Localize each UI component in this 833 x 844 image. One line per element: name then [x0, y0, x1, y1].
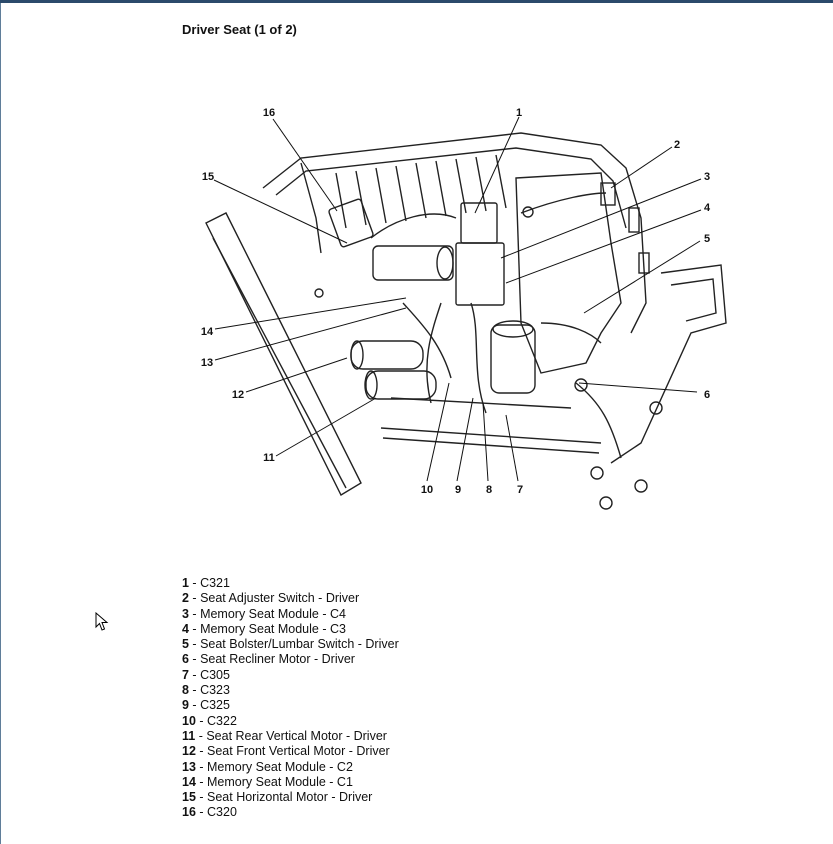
- legend-item: 1 - C321: [182, 576, 230, 590]
- legend-item: 8 - C323: [182, 683, 230, 698]
- legend-item: 6 - Seat Recliner Motor - Driver: [182, 652, 355, 667]
- legend-item: 9 - C325: [182, 698, 230, 713]
- legend-item: 15 - Seat Horizontal Motor - Driver: [182, 790, 373, 805]
- callout-numbers: 1 2 3 4 5 6 7 8 9 10 11 12 13 14 15 16: [201, 107, 711, 496]
- callout-7: 7: [517, 484, 523, 496]
- callout-8: 8: [486, 484, 492, 496]
- legend-item: 14 - Memory Seat Module - C1: [182, 774, 353, 789]
- legend-item: 11 - Seat Rear Vertical Motor - Driver: [182, 728, 387, 743]
- mouse-pointer-icon: [95, 612, 109, 631]
- legend-item: 4 - Memory Seat Module - C3: [182, 621, 346, 636]
- seat-diagram: 1 2 3 4 5 6 7 8 9 10 11 12 13 14 15 16: [201, 107, 727, 510]
- page-title: Driver Seat (1 of 2): [182, 22, 297, 37]
- callout-14: 14: [201, 326, 214, 338]
- callout-5: 5: [704, 233, 710, 245]
- callout-6: 6: [704, 389, 710, 401]
- legend-item: 13 - Memory Seat Module - C2: [182, 759, 353, 774]
- callout-12: 12: [232, 389, 244, 401]
- callout-10: 10: [421, 484, 433, 496]
- legend-item: 7 - C305: [182, 667, 230, 682]
- legend-item: 16 - C320: [182, 805, 237, 820]
- document-window: Driver Seat (1 of 2): [0, 3, 833, 844]
- callout-16: 16: [263, 107, 275, 119]
- legend-item: 3 - Memory Seat Module - C4: [182, 606, 346, 621]
- callout-13: 13: [201, 357, 213, 369]
- leader-lines: [213, 116, 702, 482]
- callout-9: 9: [455, 484, 461, 496]
- callout-15: 15: [202, 171, 214, 183]
- callout-1: 1: [516, 107, 522, 119]
- callout-2: 2: [674, 139, 680, 151]
- legend-item: 5 - Seat Bolster/Lumbar Switch - Driver: [182, 637, 399, 652]
- callout-11: 11: [263, 452, 275, 464]
- legend-item: 10 - C322: [182, 713, 237, 728]
- seat-frame-art: [205, 132, 727, 510]
- legend-item: 2 - Seat Adjuster Switch - Driver: [182, 591, 360, 606]
- callout-3: 3: [704, 171, 710, 183]
- legend-item: 12 - Seat Front Vertical Motor - Driver: [182, 744, 390, 759]
- callout-4: 4: [704, 202, 711, 214]
- legend-list: 1 - C321 2 - Seat Adjuster Switch - Driv…: [182, 576, 399, 821]
